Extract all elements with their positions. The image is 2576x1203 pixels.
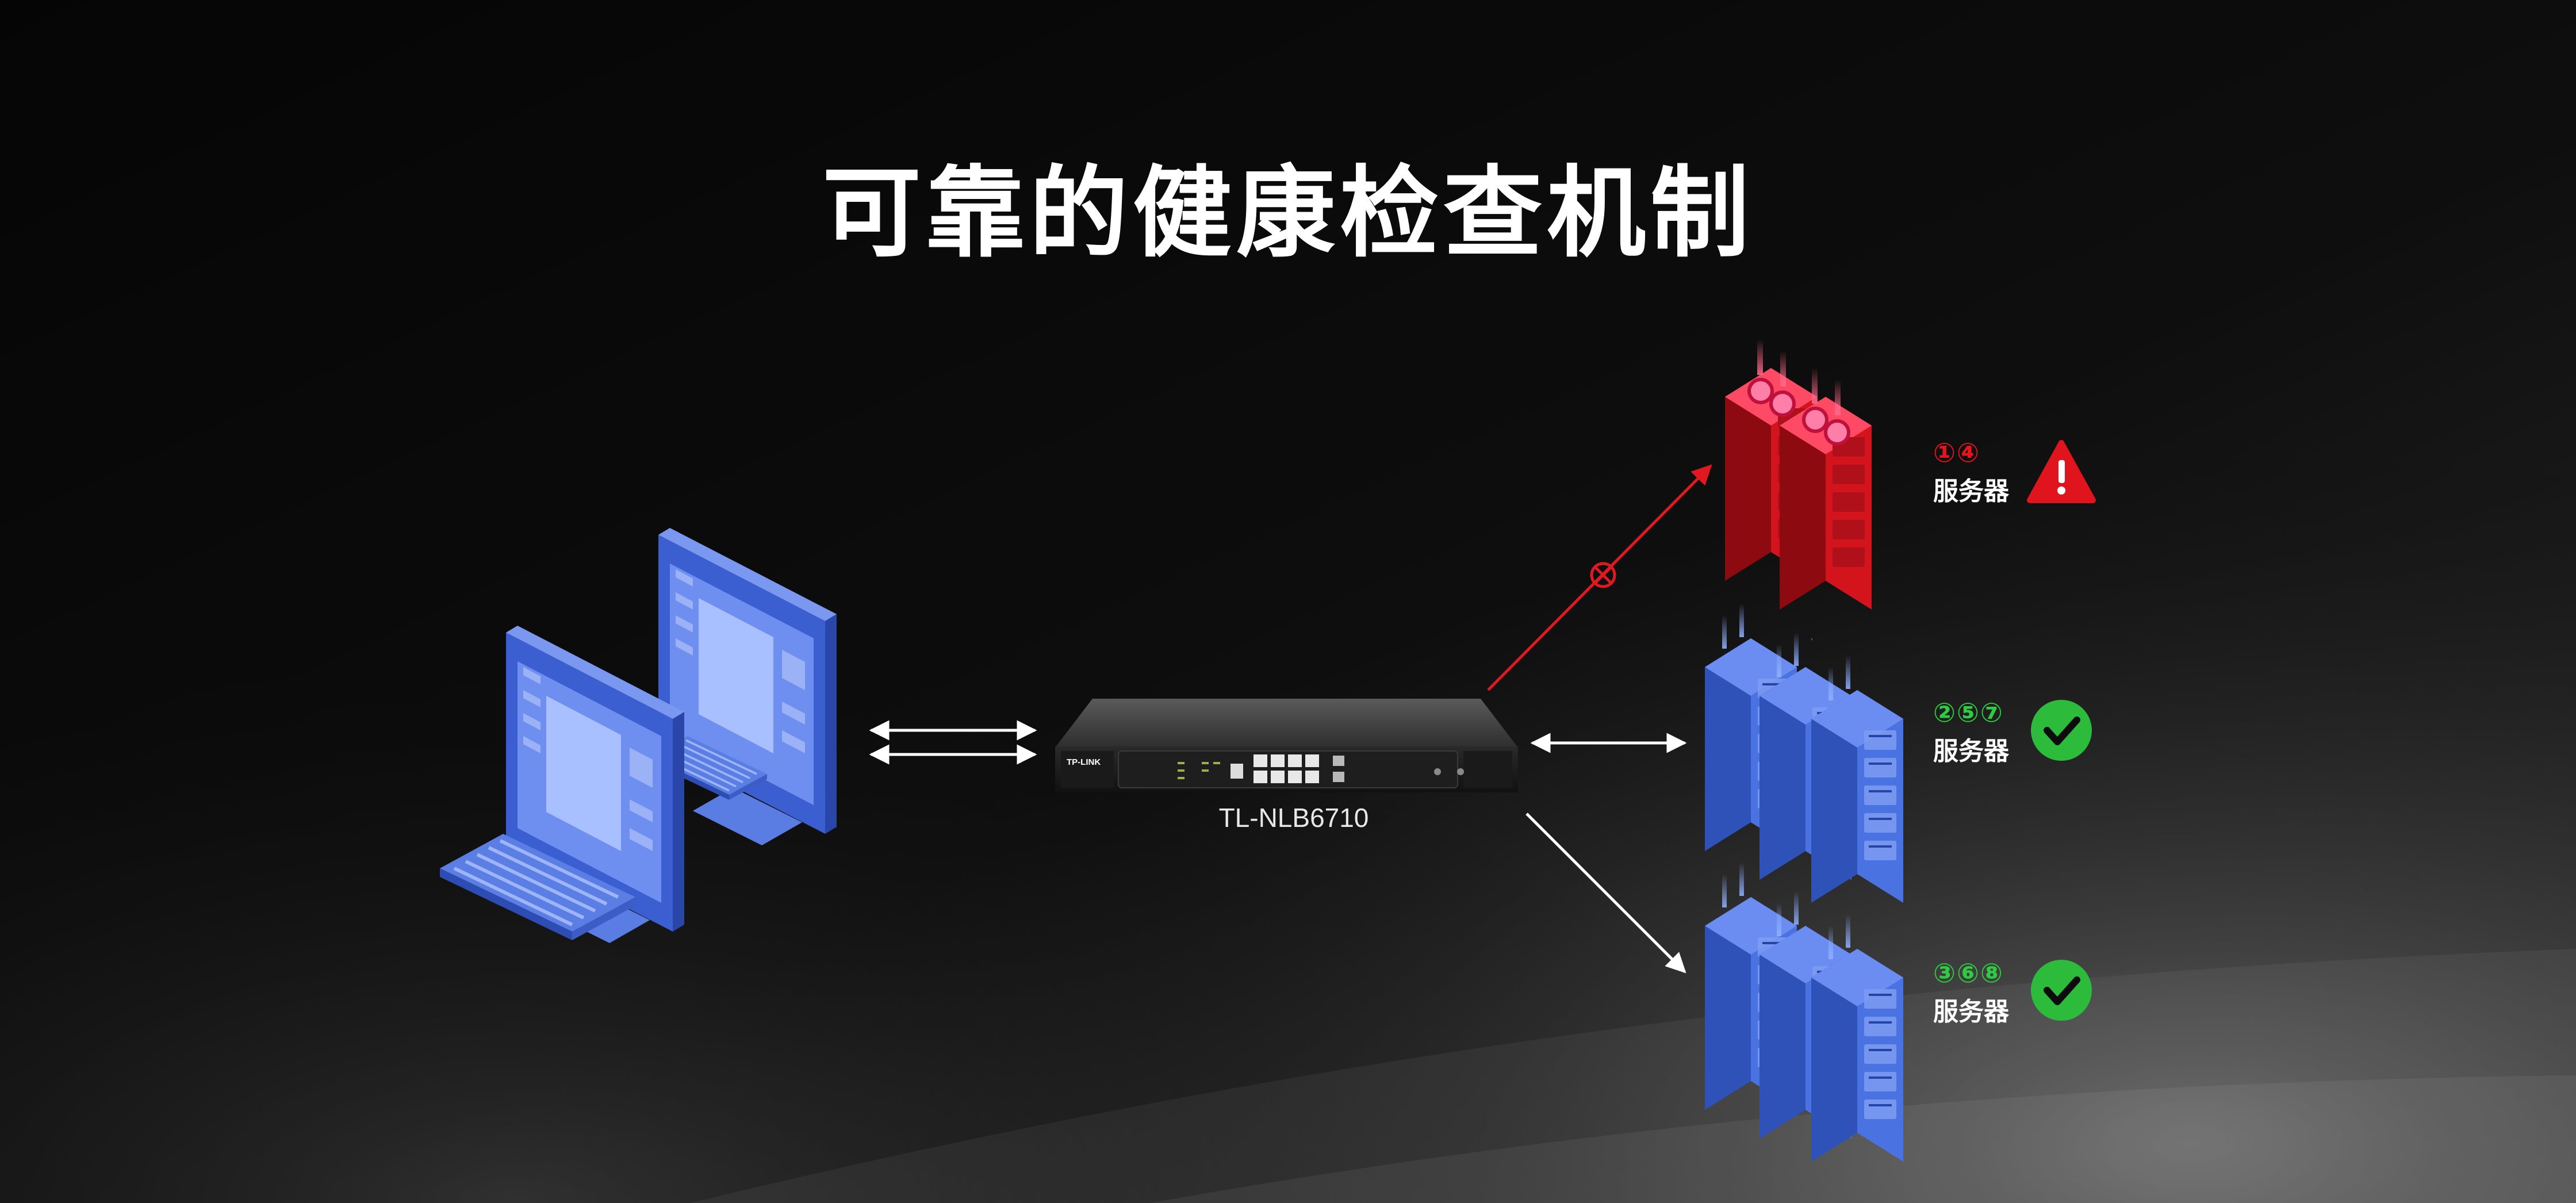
device-console-port bbox=[1434, 768, 1441, 775]
background-wave bbox=[690, 949, 2576, 1203]
server-ids: ①④ bbox=[1933, 437, 1980, 468]
device-leds bbox=[1178, 762, 1220, 779]
device-ethernet-ports bbox=[1254, 754, 1319, 783]
arrow-to-server-group-3 bbox=[1525, 813, 1686, 974]
client-link-arrows bbox=[869, 720, 1037, 765]
server-label-2: ②⑤⑦ 服务器 bbox=[1933, 697, 2009, 767]
page-title: 可靠的健康检查机制 bbox=[822, 155, 1754, 271]
green-check-icon bbox=[2031, 960, 2092, 1021]
load-balancer-device: TP-LINK bbox=[1055, 699, 1518, 792]
device-brand-badge: TP-LINK bbox=[1067, 757, 1101, 767]
server-label-3: ③⑥⑧ 服务器 bbox=[1933, 957, 2009, 1028]
device-sfp-ports bbox=[1333, 756, 1344, 782]
device-right-ear bbox=[1463, 751, 1512, 788]
server-name: 服务器 bbox=[1933, 997, 2009, 1026]
device-usb-port bbox=[1230, 764, 1243, 779]
green-check-icon bbox=[2031, 700, 2092, 761]
server-link-arrows bbox=[1487, 464, 1712, 974]
server-label-faulty: ①④ 服务器 bbox=[1933, 437, 2009, 507]
blocked-icon bbox=[1590, 562, 1616, 588]
server-ids: ③⑥⑧ bbox=[1933, 957, 2004, 989]
background-wave-2 bbox=[1150, 1075, 2576, 1203]
device-left-ear bbox=[1061, 751, 1114, 788]
device-reset-button bbox=[1457, 768, 1464, 775]
server-ids: ②⑤⑦ bbox=[1933, 697, 2004, 728]
server-name: 服务器 bbox=[1933, 737, 2009, 766]
warning-triangle-icon bbox=[2027, 440, 2096, 503]
device-top bbox=[1055, 699, 1518, 748]
server-name: 服务器 bbox=[1933, 477, 2009, 506]
device-model-label: TL-NLB6710 bbox=[1218, 803, 1369, 833]
